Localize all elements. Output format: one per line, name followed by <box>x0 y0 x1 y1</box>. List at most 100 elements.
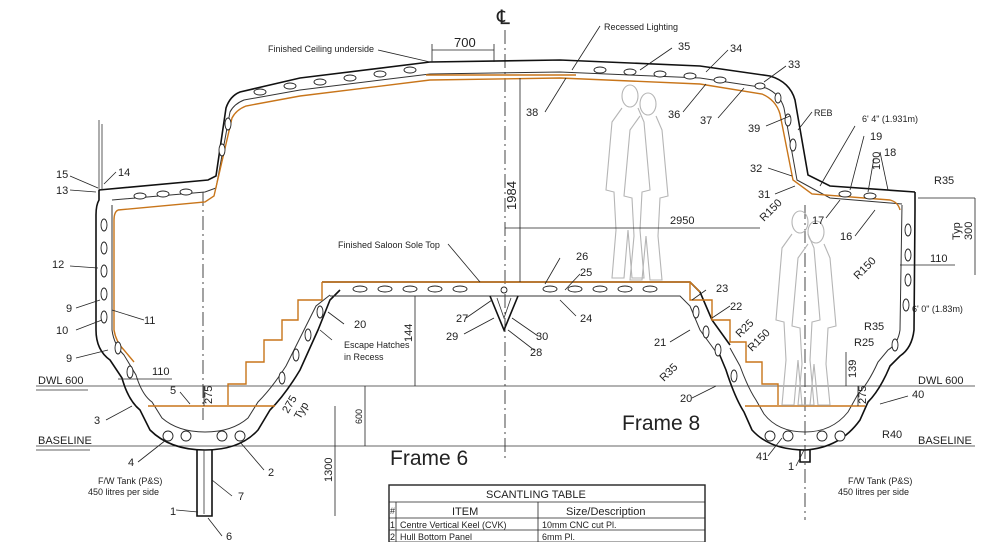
dim-139: 139 <box>847 360 859 378</box>
left-hull-outer <box>95 190 341 451</box>
callout-9a: 9 <box>66 303 72 315</box>
human-figure-right-b <box>791 220 837 406</box>
callout-3: 3 <box>94 415 100 427</box>
dim-r25-mid: R25 <box>734 317 757 340</box>
callout-6: 6 <box>226 531 232 542</box>
label-tank-left-1: F/W Tank (P&S) <box>98 476 162 486</box>
label-finished-sole: Finished Saloon Sole Top <box>338 240 440 250</box>
internal-lining <box>113 74 901 407</box>
callout-38: 38 <box>526 107 538 119</box>
dim-typ-right: Typ <box>951 222 963 240</box>
dim-275-right: 275 <box>857 386 869 404</box>
bridge-keel-inner <box>496 297 512 320</box>
dim-r150-top: R150 <box>758 197 785 224</box>
ceiling-lining <box>117 77 901 211</box>
label-finished-ceiling: Finished Ceiling underside <box>268 44 374 54</box>
dimension-lines <box>118 44 976 516</box>
lightening-holes <box>100 66 912 442</box>
callout-19: 19 <box>870 131 882 143</box>
callout-15: 15 <box>56 169 68 181</box>
callout-35: 35 <box>678 41 690 53</box>
label-recessed-lighting: Recessed Lighting <box>604 22 678 32</box>
callout-33: 33 <box>788 59 800 71</box>
left-stairs <box>227 282 323 405</box>
callout-numbers: 1 1 2 3 4 5 6 7 9 9 10 11 12 13 14 15 16… <box>52 41 924 542</box>
dim-144: 144 <box>403 324 415 342</box>
callout-34: 34 <box>730 43 742 55</box>
label-tank-left-2: 450 litres per side <box>88 487 159 497</box>
human-figure-left-a <box>605 84 651 279</box>
callout-26: 26 <box>576 251 588 263</box>
dim-height-631: 6' 4" (1.931m) <box>862 114 918 124</box>
callout-1-right: 1 <box>788 461 794 473</box>
reference-lines <box>36 30 975 520</box>
callout-11: 11 <box>144 315 155 327</box>
label-dwl-left: DWL 600 <box>38 375 83 387</box>
cabin-inner <box>111 71 903 205</box>
callout-40: 40 <box>912 389 924 401</box>
table-row1-size: 10mm CNC cut Pl. <box>542 520 617 530</box>
callout-29: 29 <box>446 331 458 343</box>
table-row2-size: 6mm Pl. <box>542 532 575 542</box>
human-figure-right-a <box>775 210 821 406</box>
table-row1-num: 1 <box>390 520 395 530</box>
callout-9b: 9 <box>66 353 72 365</box>
callout-4: 4 <box>128 457 134 469</box>
callout-21: 21 <box>654 337 666 349</box>
dim-r150-mid: R150 <box>852 255 879 282</box>
table-row2-num: 2 <box>390 532 395 542</box>
dim-r35-top: R35 <box>934 175 954 187</box>
table-header-size: Size/Description <box>566 506 645 518</box>
callout-25: 25 <box>580 267 592 279</box>
bridge-keel <box>489 295 519 333</box>
callout-18: 18 <box>884 147 896 159</box>
callout-31: 31 <box>758 189 770 201</box>
callout-22: 22 <box>730 301 742 313</box>
table-header-item: ITEM <box>452 506 478 518</box>
callout-5: 5 <box>170 385 176 397</box>
callout-23: 23 <box>716 283 728 295</box>
callout-41: 41 <box>756 451 768 463</box>
callout-2: 2 <box>268 467 274 479</box>
callout-16: 16 <box>840 231 852 243</box>
callout-12: 12 <box>52 259 64 271</box>
human-figure-left-b <box>623 92 669 281</box>
right-keel <box>799 450 811 463</box>
callout-32: 32 <box>750 163 762 175</box>
table-title: SCANTLING TABLE <box>486 489 586 501</box>
callout-28: 28 <box>530 347 542 359</box>
table-row1-item: Centre Vertical Keel (CVK) <box>400 520 507 530</box>
centerline-symbol: ℄ <box>496 7 510 29</box>
dim-r25-bot: R25 <box>854 337 874 349</box>
scantling-table: SCANTLING TABLE # ITEM Size/Description … <box>388 484 706 542</box>
dim-110-right: 110 <box>930 253 948 265</box>
dim-r40: R40 <box>882 429 902 441</box>
label-tank-right-2: 450 litres per side <box>838 487 909 497</box>
callout-20-left: 20 <box>354 319 366 331</box>
callout-30: 30 <box>536 331 548 343</box>
callout-1-left: 1 <box>170 506 176 518</box>
left-keel <box>196 450 213 517</box>
dim-275-left: 275 <box>203 386 215 404</box>
dim-1984: 1984 <box>504 181 519 210</box>
callout-10: 10 <box>56 325 68 337</box>
annotation-labels: Finished Ceiling underside Recessed Ligh… <box>38 22 972 497</box>
label-baseline-left: BASELINE <box>38 435 92 447</box>
dim-r35-bot: R35 <box>658 361 681 384</box>
callout-36: 36 <box>668 109 680 121</box>
callout-27: 27 <box>456 313 468 325</box>
dim-reb: REB <box>814 108 833 118</box>
callout-39: 39 <box>748 123 760 135</box>
right-hull-inner <box>729 204 903 433</box>
label-escape-hatches-2: in Recess <box>344 352 384 362</box>
right-stairs <box>689 282 779 405</box>
callout-37: 37 <box>700 115 712 127</box>
dim-110-left: 110 <box>152 366 170 378</box>
human-figures <box>605 84 837 406</box>
dim-2950: 2950 <box>670 215 694 227</box>
dim-height-60: 6' 0" (1.83m) <box>912 304 963 314</box>
dim-600: 600 <box>354 409 364 424</box>
table-header-num: # <box>390 506 395 516</box>
dim-100: 100 <box>871 152 883 170</box>
